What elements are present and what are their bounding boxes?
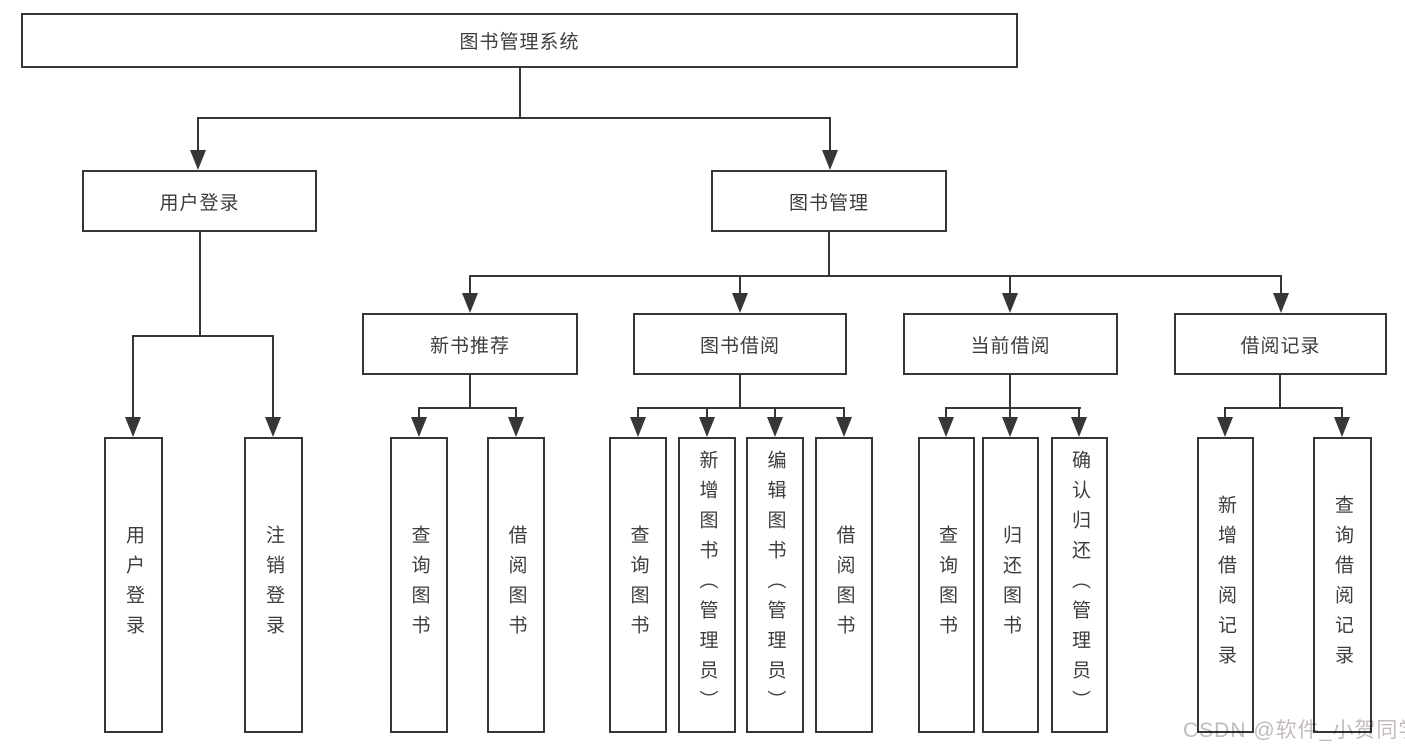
leaf-label: 新增图书（管理员） <box>696 450 718 720</box>
arrow-down-icon <box>1002 417 1018 437</box>
connector-vline <box>1009 407 1011 419</box>
connector-hline <box>132 335 274 337</box>
connector-vline <box>774 407 776 419</box>
arrow-down-icon <box>767 417 783 437</box>
node-leaf-return-book: 归还图书 <box>982 437 1039 733</box>
connector-hline <box>469 275 1282 277</box>
connector-hline <box>418 407 517 409</box>
arrow-down-icon <box>1002 293 1018 313</box>
node-leaf-add-borrow-record: 新增借阅记录 <box>1197 437 1254 733</box>
connector-hline <box>197 117 831 119</box>
connector-vline <box>1078 407 1080 419</box>
arrow-down-icon <box>265 417 281 437</box>
connector-vline <box>197 117 199 151</box>
arrow-down-icon <box>822 150 838 170</box>
arrow-down-icon <box>836 417 852 437</box>
arrow-down-icon <box>1217 417 1233 437</box>
connector-vline <box>272 335 274 419</box>
connector-vline <box>637 407 639 419</box>
connector-vline <box>1224 407 1226 419</box>
connector-vline <box>132 335 134 419</box>
arrow-down-icon <box>630 417 646 437</box>
node-current-borrowing: 当前借阅 <box>903 313 1118 375</box>
arrow-down-icon <box>1071 417 1087 437</box>
node-leaf-query-borrow-record: 查询借阅记录 <box>1313 437 1372 733</box>
arrow-down-icon <box>1334 417 1350 437</box>
node-leaf-borrow-books: 借阅图书 <box>815 437 873 733</box>
node-leaf-query-books-borrow: 查询图书 <box>609 437 667 733</box>
node-leaf-logout: 注销登录 <box>244 437 303 733</box>
connector-vline <box>469 375 471 409</box>
csdn-watermark: CSDN @软件_小贺同学 <box>1183 719 1405 742</box>
node-new-book-recommendation: 新书推荐 <box>362 313 578 375</box>
node-book-borrowing: 图书借阅 <box>633 313 847 375</box>
connector-vline <box>1279 375 1281 409</box>
connector-vline <box>1009 275 1011 295</box>
node-leaf-add-book-admin: 新增图书（管理员） <box>678 437 736 733</box>
arrow-down-icon <box>462 293 478 313</box>
connector-vline <box>706 407 708 419</box>
arrow-down-icon <box>125 417 141 437</box>
connector-vline <box>199 232 201 336</box>
node-leaf-confirm-return-admin: 确认归还（管理员） <box>1051 437 1108 733</box>
connector-vline <box>469 275 471 295</box>
connector-hline <box>637 407 845 409</box>
connector-vline <box>828 232 830 276</box>
leaf-label: 查询图书 <box>408 525 430 645</box>
arrow-down-icon <box>1273 293 1289 313</box>
connector-vline <box>519 68 521 118</box>
leaf-label: 新增借阅记录 <box>1215 495 1236 675</box>
leaf-label: 编辑图书（管理员） <box>764 450 786 720</box>
leaf-label: 归还图书 <box>1000 525 1021 645</box>
connector-vline <box>945 407 947 419</box>
connector-vline <box>1341 407 1343 419</box>
connector-vline <box>515 407 517 419</box>
connector-vline <box>843 407 845 419</box>
leaf-label: 确认归还（管理员） <box>1069 450 1090 720</box>
node-borrowing-records: 借阅记录 <box>1174 313 1387 375</box>
arrow-down-icon <box>938 417 954 437</box>
arrow-down-icon <box>411 417 427 437</box>
node-leaf-edit-book-admin: 编辑图书（管理员） <box>746 437 804 733</box>
leaf-label: 查询借阅记录 <box>1332 495 1353 675</box>
connector-vline <box>418 407 420 419</box>
arrow-down-icon <box>732 293 748 313</box>
connector-vline <box>1280 275 1282 295</box>
leaf-label: 查询图书 <box>627 525 649 645</box>
connector-vline <box>739 275 741 295</box>
leaf-label: 注销登录 <box>263 525 284 645</box>
node-leaf-query-books-recommend: 查询图书 <box>390 437 448 733</box>
arrow-down-icon <box>190 150 206 170</box>
leaf-label: 查询图书 <box>936 525 957 645</box>
node-library-management-system: 图书管理系统 <box>21 13 1018 68</box>
leaf-label: 借阅图书 <box>833 525 855 645</box>
leaf-label: 借阅图书 <box>505 525 527 645</box>
node-leaf-user-login: 用户登录 <box>104 437 163 733</box>
node-user-login: 用户登录 <box>82 170 317 232</box>
connector-vline <box>739 375 741 409</box>
connector-vline <box>1009 375 1011 409</box>
node-leaf-borrow-books-recommend: 借阅图书 <box>487 437 545 733</box>
connector-vline <box>829 117 831 151</box>
arrow-down-icon <box>699 417 715 437</box>
arrow-down-icon <box>508 417 524 437</box>
node-leaf-query-books-current: 查询图书 <box>918 437 975 733</box>
connector-hline <box>945 407 1081 409</box>
connector-hline <box>1224 407 1343 409</box>
node-book-management: 图书管理 <box>711 170 947 232</box>
leaf-label: 用户登录 <box>123 525 144 645</box>
